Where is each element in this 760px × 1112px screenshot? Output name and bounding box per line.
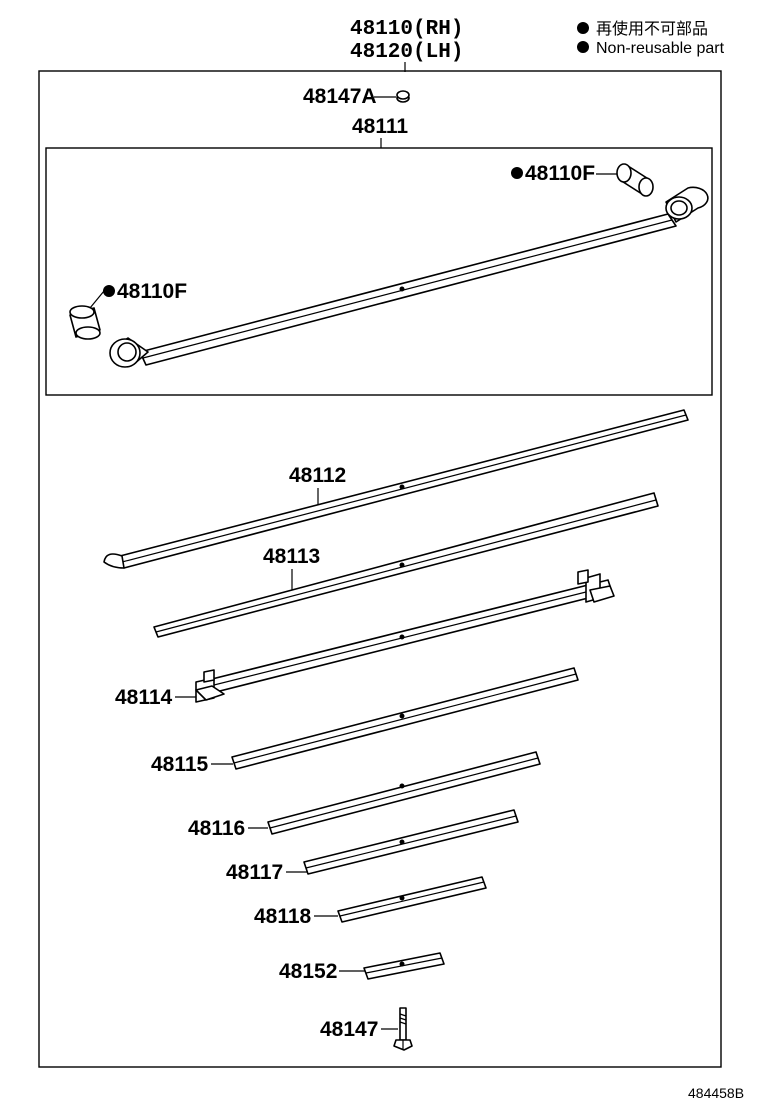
- legend-text-jp: 再使用不可部品: [596, 20, 708, 38]
- label-48115: 48115: [151, 753, 209, 776]
- bushing-right: [616, 163, 654, 197]
- leaf-48113: [153, 492, 659, 638]
- legend-dot-icon: [577, 41, 589, 53]
- bushing-left: [69, 305, 101, 340]
- label-48110F-right: 48110F: [525, 162, 595, 185]
- label-48147A: 48147A: [303, 85, 377, 108]
- leaf-48118: [337, 876, 487, 923]
- label-48117: 48117: [226, 861, 283, 884]
- assembly-label-rh: 48110(RH): [350, 18, 463, 41]
- leaf-48115: [231, 667, 579, 770]
- label-48112: 48112: [289, 464, 346, 487]
- label-48118: 48118: [254, 905, 312, 928]
- leaf-48112: [103, 409, 689, 569]
- nonreusable-dot-icon: [103, 285, 115, 297]
- label-48110F-left: 48110F: [117, 280, 187, 303]
- nonreusable-dot-icon: [511, 167, 523, 179]
- leaf-48117: [303, 809, 519, 875]
- spacer-48152: [363, 952, 445, 980]
- drawing-code: 484458B: [688, 1085, 744, 1101]
- assembly-label-lh: 48120(LH): [350, 41, 463, 64]
- label-48116: 48116: [188, 817, 245, 840]
- legend-text-en: Non-reusable part: [596, 40, 725, 57]
- label-48152: 48152: [279, 960, 337, 983]
- outer-frame: [38, 70, 722, 1068]
- label-48113: 48113: [263, 545, 320, 568]
- leader-48110F-left: [89, 290, 105, 309]
- label-48111: 48111: [352, 115, 408, 138]
- nut-part: [396, 90, 410, 103]
- label-48114: 48114: [115, 686, 173, 709]
- center-bolt-48147: [393, 1007, 413, 1051]
- inner-frame: [45, 147, 713, 396]
- main-leaf-48111: [109, 186, 709, 368]
- leaf-48114: [195, 569, 615, 703]
- label-48147: 48147: [320, 1018, 378, 1041]
- legend-dot-icon: [577, 22, 589, 34]
- leaf-48116: [267, 751, 541, 835]
